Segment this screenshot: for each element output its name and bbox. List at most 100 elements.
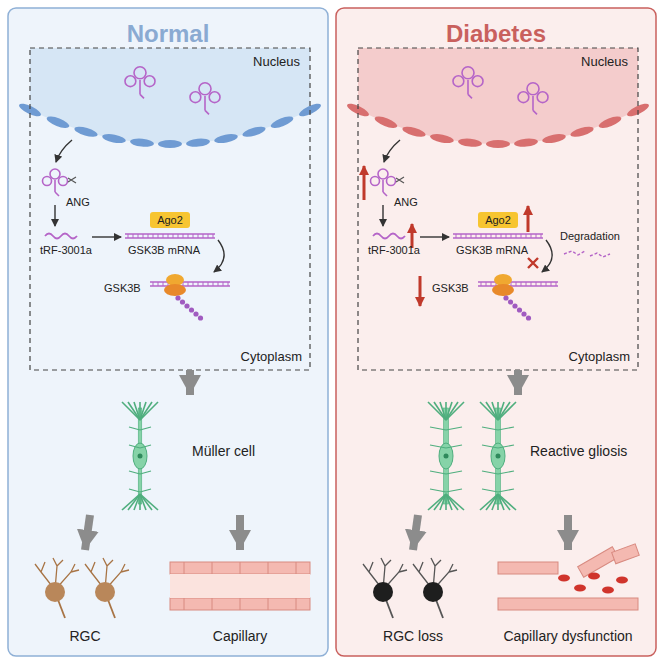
mrna-rung — [531, 282, 532, 286]
trna-loop — [371, 177, 380, 186]
mrna-rung — [461, 234, 462, 238]
endfoot — [128, 402, 140, 420]
trna-loop — [50, 169, 60, 179]
endfoot — [498, 494, 516, 510]
peptide-bead — [517, 307, 522, 312]
ago2-box — [478, 212, 518, 228]
mrna-rung — [183, 234, 184, 238]
mrna-rung — [496, 234, 497, 238]
small-arrow — [420, 236, 449, 237]
trna-loop — [387, 177, 396, 186]
pathway-label: tRF-3001a — [368, 244, 420, 256]
red-blood-cell — [602, 587, 614, 594]
scissors — [68, 177, 76, 183]
red-arrow — [527, 206, 530, 232]
mrna-rung — [148, 234, 149, 238]
peptide-bead — [180, 299, 185, 304]
trna-loop — [59, 177, 68, 186]
peptide-bead — [503, 295, 508, 300]
capillary-wall — [498, 598, 638, 610]
trna-loop — [125, 76, 136, 87]
mrna-rung — [158, 234, 159, 238]
endfoot — [486, 402, 498, 420]
capillary-wall — [170, 598, 310, 610]
capillary-lumen — [170, 574, 310, 598]
pathway-label: GSK3B — [432, 282, 469, 294]
membrane-bead — [269, 114, 294, 130]
membrane-bead — [101, 132, 126, 144]
trna-loop — [462, 67, 474, 79]
mrna-rung — [501, 234, 502, 238]
mrna-rung — [218, 282, 219, 286]
mrna-rung — [466, 234, 467, 238]
mrna-rung — [143, 234, 144, 238]
cytoplasm-outline — [358, 48, 638, 370]
peptide-bead — [508, 299, 513, 304]
membrane-bead — [186, 137, 211, 147]
endfoot — [498, 402, 516, 420]
mrna-rung — [556, 282, 557, 286]
side-spike — [430, 489, 446, 492]
trna-tail — [533, 110, 537, 114]
membrane-bead — [429, 132, 454, 144]
rgc-soma — [45, 582, 65, 602]
endfoot — [446, 494, 464, 510]
muller-nucleus — [138, 454, 143, 459]
red-blood-cell — [616, 577, 628, 584]
mrna-rung — [153, 282, 154, 286]
trna-loop — [199, 83, 211, 95]
rgc-soma — [373, 582, 393, 602]
peptide-bead — [198, 315, 203, 320]
mrna-rung — [208, 282, 209, 286]
node-text: RGC — [69, 628, 100, 644]
trna-loop — [190, 92, 201, 103]
trna-loop — [134, 67, 146, 79]
trna-loop — [537, 92, 548, 103]
ribosome — [164, 284, 186, 296]
pathway-label: Ago2 — [485, 214, 511, 226]
endfoot — [128, 494, 140, 510]
endfoot — [440, 402, 446, 420]
mrna-rung — [551, 282, 552, 286]
mrna-rung — [526, 234, 527, 238]
peptide-bead — [184, 303, 189, 308]
membrane-bead — [458, 137, 483, 147]
trna-loop — [43, 177, 52, 186]
trna-tail — [205, 110, 209, 114]
trf-fragment — [373, 234, 405, 239]
trna-loop — [144, 76, 155, 87]
diagram-node: RGC loss — [348, 550, 478, 648]
flow-arrow — [413, 515, 418, 550]
mrna-rung — [481, 234, 482, 238]
cell-junction — [240, 562, 241, 574]
endfoot — [480, 402, 498, 420]
side-spike — [430, 445, 446, 448]
side-spike — [129, 445, 140, 448]
side-spike — [482, 471, 498, 474]
side-spike — [498, 427, 514, 430]
endfoot — [134, 402, 140, 420]
mrna-rung — [188, 282, 189, 286]
membrane-bead — [514, 137, 539, 147]
flow-arrow — [514, 370, 522, 395]
mrna-rung — [506, 234, 507, 238]
nucleus-shape — [358, 48, 638, 144]
red-blood-cell — [588, 573, 600, 580]
muller-process — [444, 408, 449, 504]
trna-stem — [467, 80, 469, 94]
peptide-bead — [521, 311, 526, 316]
membrane-bead — [130, 137, 155, 147]
cell-junction — [240, 598, 241, 610]
node-text: Nucleus — [253, 54, 300, 69]
trna-loop — [209, 92, 220, 103]
pathway-label: GSK3B mRNA — [128, 244, 200, 256]
cell-junction — [212, 598, 213, 610]
panel-ground — [8, 8, 328, 656]
side-spike — [446, 471, 462, 474]
pathway-label: GSK3B — [104, 282, 141, 294]
trna-tail — [55, 192, 59, 196]
mrna-rung — [208, 234, 209, 238]
trna-loop — [518, 92, 529, 103]
trna-loop — [527, 83, 539, 95]
